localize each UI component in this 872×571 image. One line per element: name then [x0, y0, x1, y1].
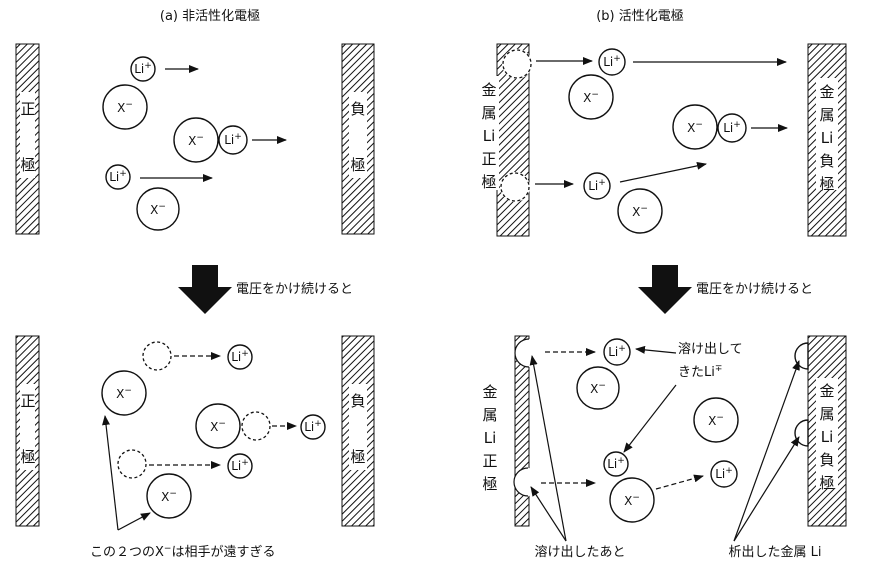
anion: X− [136, 187, 180, 231]
svg-text:X−: X− [161, 489, 177, 504]
li-ion: Li+ [105, 164, 131, 190]
pointer-arrow [733, 436, 800, 542]
panel-a-before: 正極 負極 Li+ X− X− Li+ Li+ [15, 43, 375, 235]
svg-text:Li+: Li+ [608, 344, 626, 359]
svg-text:X−: X− [188, 133, 204, 148]
svg-text:Li+: Li+ [715, 466, 733, 481]
svg-text:X−: X− [117, 100, 133, 115]
svg-text:X−: X− [583, 90, 599, 105]
step-caption-b: 電圧をかけ続けると [696, 282, 813, 297]
anion: X− [617, 188, 663, 234]
step-caption-a: 電圧をかけ続けると [236, 282, 353, 297]
li-ion: Li+ [227, 344, 253, 370]
svg-text:Li+: Li+ [304, 419, 322, 434]
li-ion: Li+ [717, 113, 747, 143]
li-ion: Li+ [710, 460, 738, 488]
deposited-li-note: 析出した金属 Li [729, 544, 822, 560]
positive-electrode-label: 正極 [20, 100, 35, 174]
pointer-arrow [635, 345, 677, 354]
svg-text:X−: X− [590, 381, 606, 396]
anion: X− [195, 403, 241, 449]
svg-text:X−: X− [116, 386, 132, 401]
dissolved-pit [514, 338, 530, 368]
negative-electrode-label: 負極 [350, 392, 365, 466]
svg-text:Li+: Li+ [723, 120, 741, 135]
metal-li-positive-electrode [514, 335, 530, 527]
vacated-ion-site [241, 411, 271, 441]
li-ion: Li+ [583, 172, 611, 200]
dissolved-pit [513, 467, 529, 497]
anion: X− [101, 370, 147, 416]
step-arrow-b: 電圧をかけ続けると [638, 265, 813, 314]
dissolved-li-note-2: きたLi∓ [678, 364, 722, 380]
li-ion: Li+ [227, 453, 253, 479]
pointer-arrow [530, 486, 567, 542]
svg-text:Li+: Li+ [231, 458, 249, 473]
pointer-arrow [623, 384, 677, 453]
anion: X− [576, 366, 620, 410]
deposited-li [794, 419, 809, 447]
distant-pair-note: この２つのX−は相手が遠すぎる [90, 544, 275, 560]
positive-electrode-label: 正極 [20, 392, 35, 466]
anion: X− [693, 397, 739, 443]
li-drift-arrow [619, 161, 707, 183]
svg-text:Li+: Li+ [603, 54, 621, 69]
svg-text:Li+: Li+ [607, 456, 625, 471]
dissolved-li-note-1: 溶け出して [678, 342, 743, 357]
title-a: (a) 非活性化電極 [160, 8, 260, 24]
svg-text:X−: X− [632, 204, 648, 219]
svg-text:X−: X− [708, 413, 724, 428]
anion: X− [173, 117, 219, 163]
li-ion: Li+ [300, 414, 326, 440]
li-ion: Li+ [130, 56, 156, 82]
pointer-arrow [733, 360, 800, 542]
dissolving-site [500, 172, 530, 202]
pointer-arrow [529, 355, 567, 542]
li-ion: Li+ [598, 48, 626, 76]
anion: X− [102, 84, 148, 130]
svg-text:X−: X− [687, 120, 703, 135]
negative-electrode-label: 負極 [350, 100, 365, 174]
dissolved-after-note: 溶け出したあと [534, 545, 625, 560]
title-b: (b) 活性化電極 [596, 8, 684, 24]
vacated-ion-site [142, 341, 172, 371]
li-displacement-arrow [655, 474, 704, 490]
li-ion: Li+ [218, 125, 248, 155]
svg-text:Li+: Li+ [231, 349, 249, 364]
anion: X− [568, 74, 614, 120]
svg-text:Li+: Li+ [109, 169, 127, 184]
panel-a-after: 正極 負極 Li+ X− X− Li+ Li+ [15, 335, 375, 560]
li-ion: Li+ [603, 451, 629, 477]
svg-text:Li+: Li+ [224, 132, 242, 147]
svg-text:X−: X− [624, 493, 640, 508]
pointer-arrow [102, 415, 119, 531]
svg-text:Li+: Li+ [134, 61, 152, 76]
vacated-ion-site [117, 449, 147, 479]
svg-text:Li+: Li+ [588, 178, 606, 193]
svg-text:X−: X− [210, 419, 226, 434]
svg-text:X−: X− [150, 202, 166, 217]
li-ion: Li+ [603, 338, 631, 366]
anion: X− [146, 473, 192, 519]
anion: X− [609, 477, 655, 523]
step-arrow-a: 電圧をかけ続けると [178, 265, 353, 314]
pointer-arrow [117, 512, 151, 531]
anion: X− [672, 104, 718, 150]
dissolving-site [502, 49, 532, 79]
